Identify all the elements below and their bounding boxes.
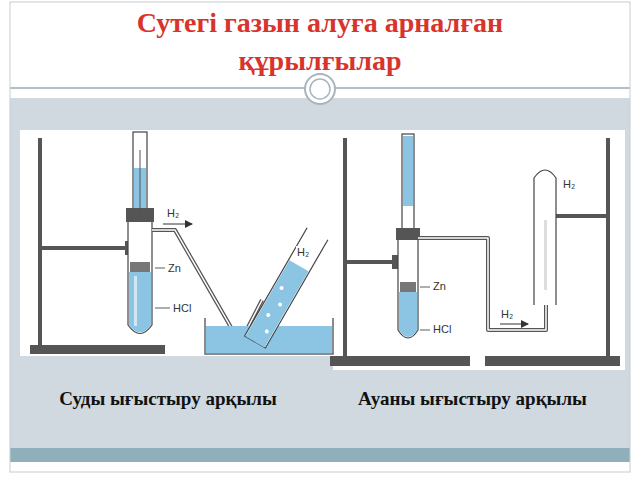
gas-flow-label: H₂ [500,308,514,321]
gas-label: H₂ [296,246,310,259]
acid-label: HCl [432,323,452,336]
gas-label: H₂ [166,207,180,220]
zinc-label: Zn [432,280,447,293]
gas-label: H₂ [562,178,576,191]
slide-title: Сутегі газын алуға арналған құрылғылар [100,4,540,80]
method-caption: Суды ығыстыру арқылы [18,388,318,410]
acid-label: HCl [172,302,192,315]
zinc-label: Zn [167,262,182,275]
method-caption: Ауаны ығыстыру арқылы [320,388,625,410]
